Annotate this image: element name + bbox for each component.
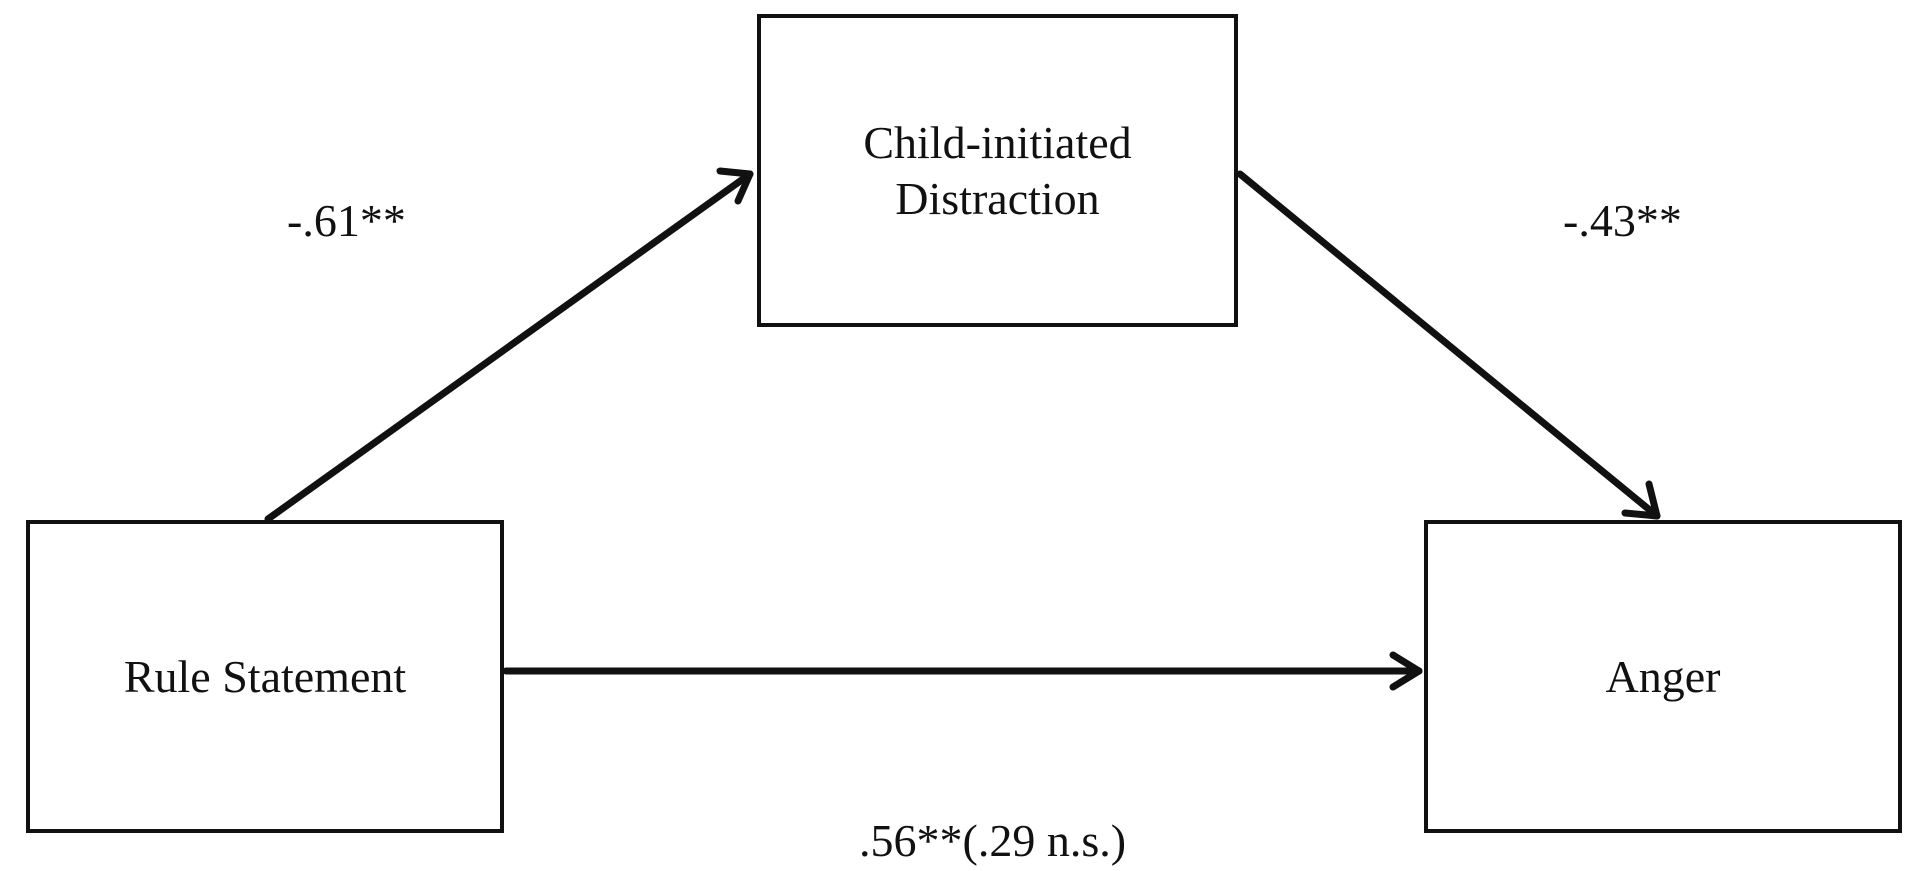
node-predictor-label: Rule Statement [123, 650, 407, 702]
node-mediator-line1: Child-initiated [863, 117, 1132, 169]
node-predictor: Rule Statement [26, 520, 504, 833]
arrow-predictor-to-outcome [502, 651, 1423, 691]
node-outcome-label: Anger [1605, 650, 1721, 702]
path-a-coefficient: -.61** [287, 195, 406, 246]
path-b-coefficient: -.43** [1563, 195, 1682, 246]
node-outcome: Anger [1424, 520, 1902, 833]
node-mediator: Child-initiated Distraction [757, 14, 1238, 327]
node-mediator-line2: Distraction [895, 172, 1100, 224]
path-c-coefficient: .56**(.29 n.s.) [859, 815, 1127, 866]
arrow-mediator-to-outcome [1236, 170, 1661, 520]
arrow-predictor-to-mediator [264, 167, 754, 523]
